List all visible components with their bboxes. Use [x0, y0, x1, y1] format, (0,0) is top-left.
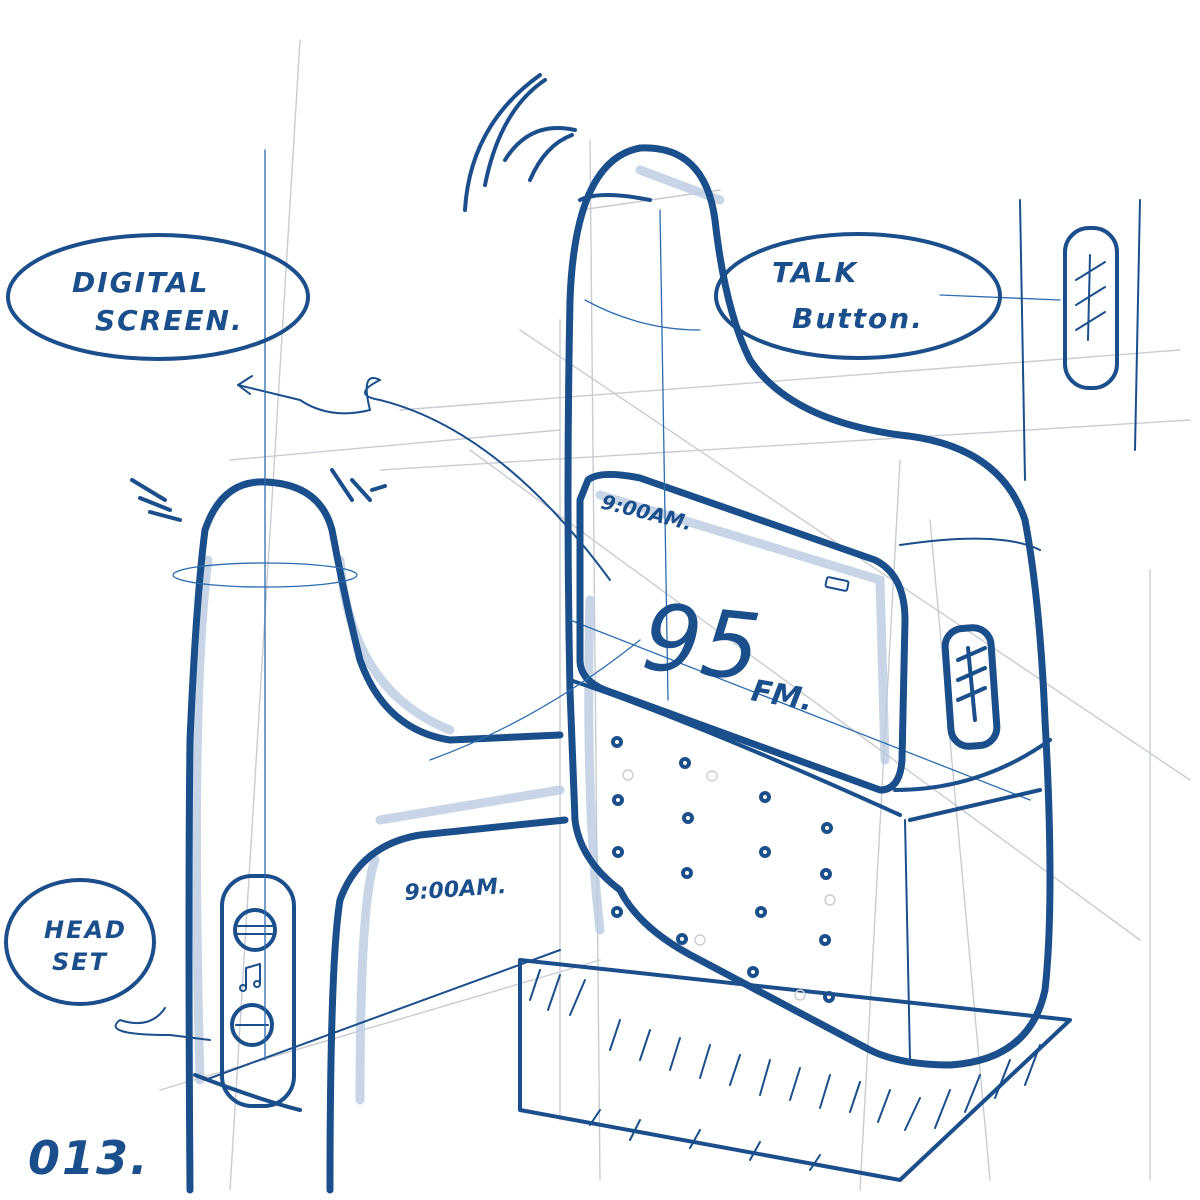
- side-screen-time: 9:00AM.: [404, 874, 507, 906]
- headset-jack-bottom-icon: [230, 1003, 274, 1047]
- svg-text:SET: SET: [52, 948, 108, 976]
- front-walkie-talkie: [463, 73, 1072, 1182]
- svg-text:SCREEN.: SCREEN.: [95, 304, 244, 337]
- screen-frequency: 95: [638, 583, 766, 702]
- headset-jack-top-icon: [233, 908, 277, 952]
- base-shadow: [518, 958, 1072, 1182]
- signal-wave-1: [503, 126, 577, 162]
- construction-guides: [159, 39, 1191, 1191]
- signal-wave-2: [483, 78, 547, 187]
- callout-talk-button: TALK Button.: [714, 232, 1002, 360]
- battery-icon: [824, 576, 850, 592]
- svg-text:DIGITAL: DIGITAL: [72, 266, 210, 299]
- callout-headset: HEAD SET: [4, 878, 156, 1006]
- talk-button-detail: [1063, 226, 1119, 390]
- shading: [191, 165, 890, 1105]
- digital-screen: [576, 471, 909, 794]
- sheet-number: 013.: [28, 1131, 150, 1185]
- svg-text:Button.: Button.: [792, 302, 924, 335]
- rear-walkie-talkie: [130, 468, 569, 1194]
- svg-text:HEAD: HEAD: [44, 916, 127, 944]
- headset-jack-panel: [220, 874, 296, 1108]
- callout-digital-screen: DIGITAL SCREEN.: [6, 233, 310, 361]
- screen-band: FM.: [749, 673, 816, 718]
- speaker-grille: [611, 736, 836, 1003]
- side-talk-button: [941, 624, 1001, 750]
- callout-leaders: [114, 149, 1141, 1061]
- svg-text:TALK: TALK: [772, 256, 858, 289]
- screen-time: 9:00AM.: [599, 490, 695, 536]
- music-note-icon: [245, 963, 261, 989]
